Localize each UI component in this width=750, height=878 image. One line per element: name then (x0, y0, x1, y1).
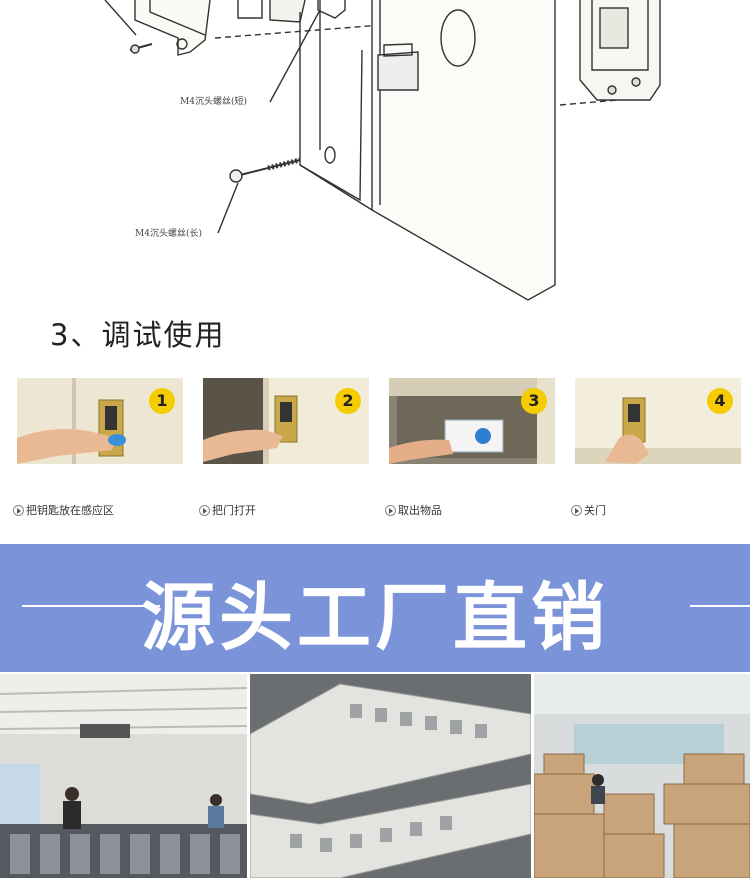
factory-workshop-photo (0, 674, 247, 878)
step-photo-key-to-sensor: 1 (17, 378, 183, 464)
workshop-illustration (0, 674, 247, 878)
play-bullet-icon (13, 505, 24, 516)
banner-title: 源头工厂直销 (141, 575, 609, 661)
banner-left-line (22, 605, 160, 607)
step-photo-close-door: 4 (575, 378, 741, 464)
play-bullet-icon (385, 505, 396, 516)
hand-with-key-illustration (17, 378, 183, 464)
lock-products-photo (250, 674, 531, 878)
warehouse-illustration (534, 674, 750, 878)
step-card-4: 4 关门 (571, 378, 741, 517)
step-caption: 把钥匙放在感应区 (26, 504, 114, 517)
step-card-2: 2 把门打开 (199, 378, 369, 517)
banner-right-line (690, 605, 750, 607)
play-bullet-icon (199, 505, 210, 516)
warehouse-boxes-photo (534, 674, 750, 878)
installation-diagram: M4沉头螺丝(短) M4沉头螺丝(长) (0, 0, 750, 305)
hand-opening-door-illustration (203, 378, 369, 464)
step-caption: 把门打开 (212, 504, 256, 517)
lock-installation-drawing: M4沉头螺丝(短) M4沉头螺丝(长) (104, 0, 661, 301)
step-caption: 取出物品 (398, 504, 442, 517)
step-number-badge: 2 (335, 388, 361, 414)
section-heading: 3、调试使用 (50, 318, 226, 352)
step-card-3: 3 取出物品 (385, 378, 555, 517)
step-card-1: 1 把钥匙放在感应区 (13, 378, 183, 517)
step-caption: 关门 (584, 504, 606, 517)
step-photo-take-item: 3 (389, 378, 555, 464)
callout-long-screw: M4沉头螺丝(长) (135, 227, 202, 239)
step-number-badge: 4 (707, 388, 733, 414)
step-number-badge: 3 (521, 388, 547, 414)
step-photo-open-door: 2 (203, 378, 369, 464)
factory-direct-banner: 源头工厂直销 (0, 544, 750, 672)
lock-rows-illustration (250, 674, 531, 878)
step-number-badge: 1 (149, 388, 175, 414)
play-bullet-icon (571, 505, 582, 516)
callout-short-screw: M4沉头螺丝(短) (180, 95, 247, 107)
